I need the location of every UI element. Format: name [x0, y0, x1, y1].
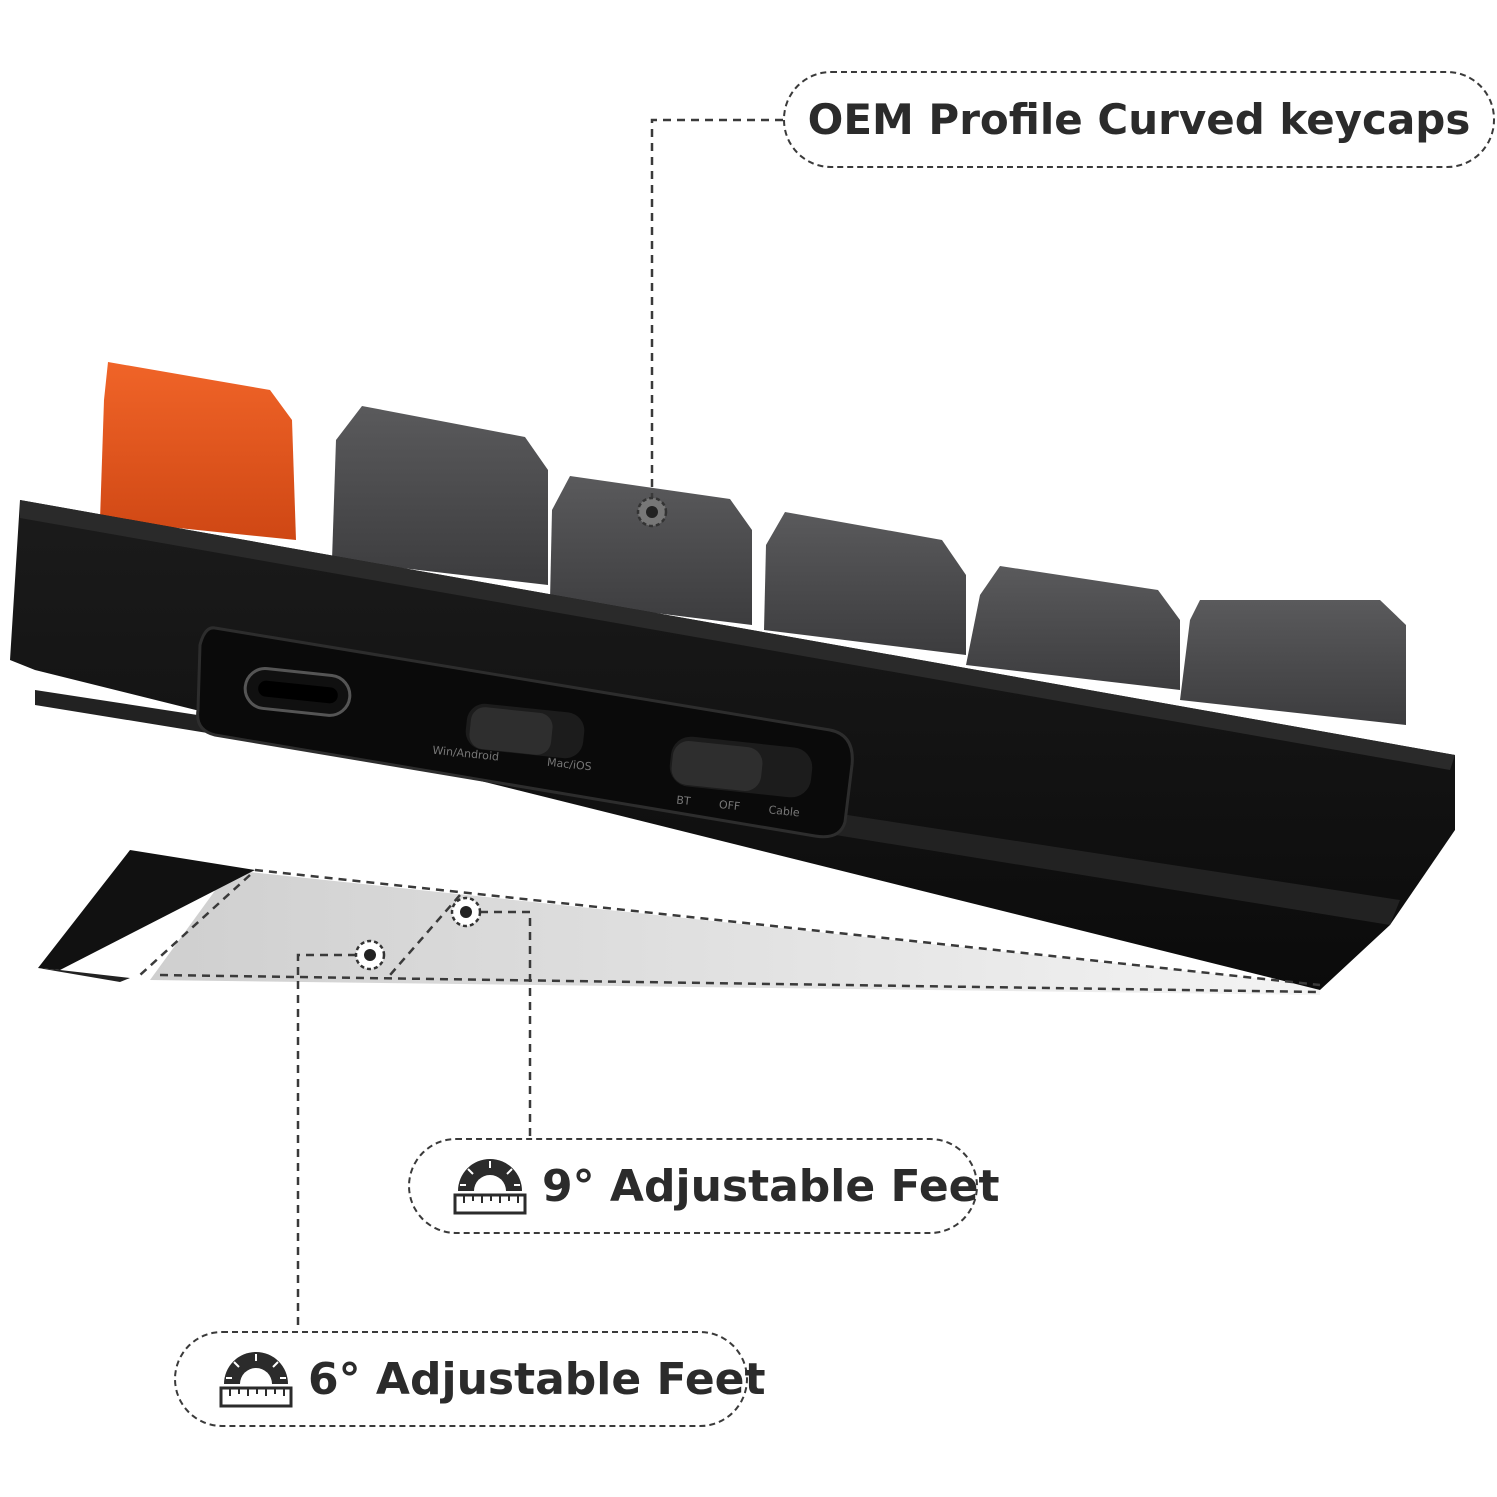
keycap-orange: [100, 362, 296, 540]
keycap-gray-5: [1180, 600, 1406, 725]
feet-6-callout: 6° Adjustable Feet: [174, 1331, 766, 1427]
side-panel: [196, 626, 854, 839]
adjustable-foot: [38, 850, 255, 970]
protractor-ruler-icon: [218, 1348, 294, 1410]
keycap-gray-2: [550, 476, 752, 625]
angle-9deg-line: [254, 868, 1321, 987]
feet-9-callout-label: 9° Adjustable Feet: [542, 1160, 1000, 1212]
feet-6-callout-label: 6° Adjustable Feet: [308, 1353, 766, 1405]
leader-keycaps: [650, 118, 783, 512]
protractor-ruler-icon: [452, 1155, 528, 1217]
switch-mode-middle-label: OFF: [718, 798, 741, 814]
keycaps-callout: OEM Profile Curved keycaps: [783, 71, 1495, 168]
keycaps-callout-label: OEM Profile Curved keycaps: [807, 95, 1471, 144]
leader-9deg: [466, 910, 532, 1138]
shadow-area: [150, 870, 1320, 995]
keycap-gray-4: [966, 566, 1180, 690]
switch-mode-left-label: BT: [675, 793, 692, 808]
leader-6deg: [296, 953, 370, 1331]
marker-dots: [354, 496, 668, 971]
keycaps: [100, 362, 1406, 725]
keycap-gray-3: [764, 512, 966, 655]
angle-6deg-line: [159, 973, 1321, 994]
feet-9-callout: 9° Adjustable Feet: [408, 1138, 1000, 1234]
keycap-gray-1: [332, 406, 548, 585]
